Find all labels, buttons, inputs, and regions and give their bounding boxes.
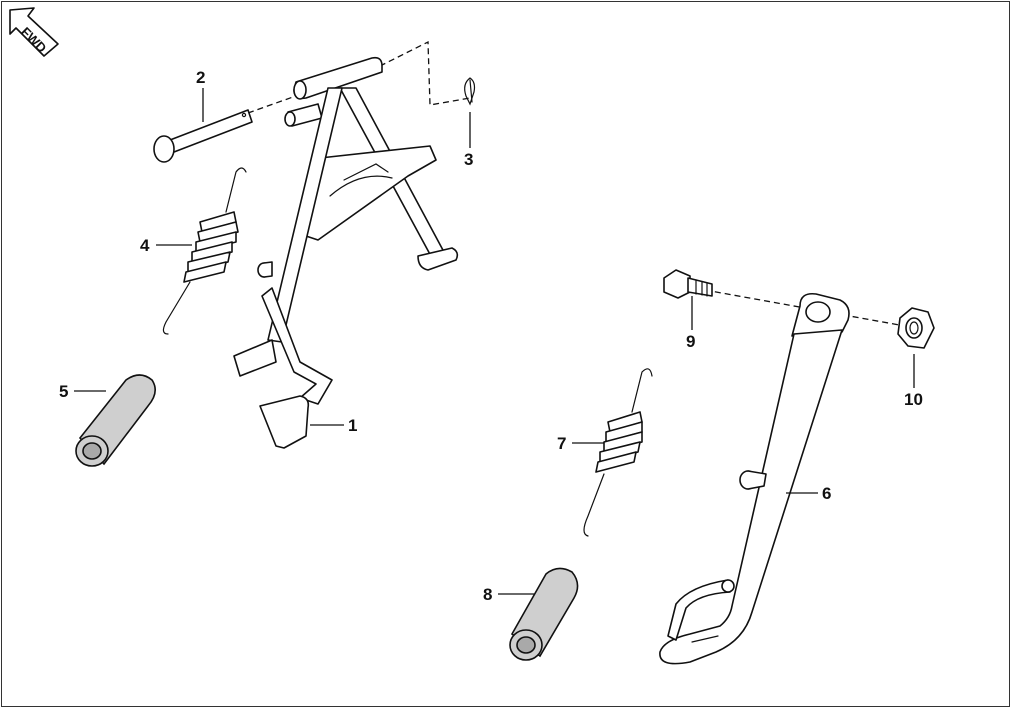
bolt bbox=[663, 269, 713, 299]
sleeve-left bbox=[75, 374, 156, 467]
sleeve-right bbox=[509, 567, 579, 661]
callout-5: 5 bbox=[59, 382, 68, 401]
callout-1: 1 bbox=[348, 416, 357, 435]
nut bbox=[897, 307, 935, 349]
callout-8: 8 bbox=[483, 585, 492, 604]
callout-4: 4 bbox=[140, 236, 150, 255]
callout-labels: 2 3 4 5 1 6 7 8 9 10 bbox=[59, 68, 923, 604]
callout-6: 6 bbox=[822, 484, 831, 503]
side-stand bbox=[659, 292, 850, 665]
leader-lines bbox=[74, 88, 915, 595]
callout-3: 3 bbox=[464, 150, 473, 169]
callout-10: 10 bbox=[904, 390, 923, 409]
callout-9: 9 bbox=[686, 332, 695, 351]
callout-2: 2 bbox=[196, 68, 205, 87]
stand-spring-right bbox=[583, 368, 653, 537]
pivot-pin bbox=[153, 109, 253, 163]
cotter-pin bbox=[464, 77, 476, 106]
callout-7: 7 bbox=[557, 434, 566, 453]
main-stand bbox=[233, 56, 459, 449]
stand-spring-left bbox=[162, 167, 247, 335]
fwd-arrow-icon: FWD bbox=[9, 7, 59, 57]
